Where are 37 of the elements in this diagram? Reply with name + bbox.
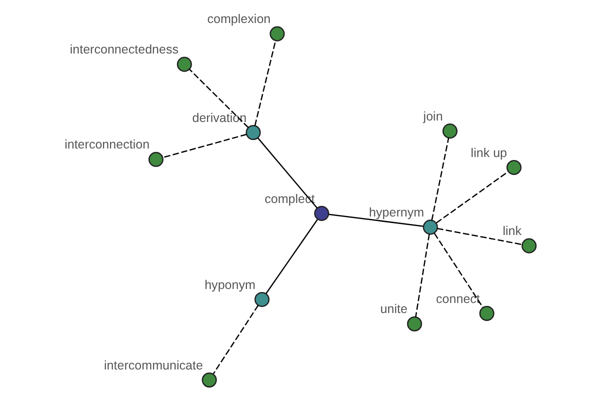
node-label: interconnectedness — [69, 42, 178, 57]
connector — [433, 233, 483, 308]
node-circle — [506, 160, 522, 175]
connector — [414, 234, 430, 318]
node-circle — [201, 372, 216, 388]
node-circle — [148, 152, 164, 167]
node-label: connect — [436, 292, 480, 306]
node-circle — [245, 124, 260, 140]
node-label: intercommunicate — [104, 358, 202, 372]
connector — [328, 214, 423, 227]
node-circle — [406, 316, 422, 332]
node-label: interconnection — [64, 138, 150, 152]
node-label: join — [422, 109, 442, 124]
node-label: derivation — [192, 110, 246, 125]
connector — [436, 228, 522, 246]
node-label: unite — [380, 302, 407, 316]
node-label: hypernym — [368, 206, 424, 220]
connector — [264, 219, 318, 294]
node-label: link — [502, 224, 522, 238]
node-circle — [269, 26, 284, 42]
node-circle — [176, 56, 192, 72]
connector — [254, 40, 276, 126]
node-label: hyponym — [204, 278, 255, 292]
connector — [256, 138, 318, 209]
node-circle — [478, 306, 494, 321]
connector — [430, 138, 449, 220]
connector — [162, 134, 246, 158]
node-circle — [521, 238, 536, 254]
connector — [212, 304, 258, 374]
connector — [188, 68, 248, 128]
node-circle — [254, 292, 270, 307]
node-circle — [442, 124, 458, 139]
node-label: complexion — [206, 12, 270, 26]
connector — [436, 171, 508, 224]
node-label: link up — [470, 146, 507, 160]
node-circle — [314, 206, 329, 221]
node-circle — [422, 220, 438, 235]
